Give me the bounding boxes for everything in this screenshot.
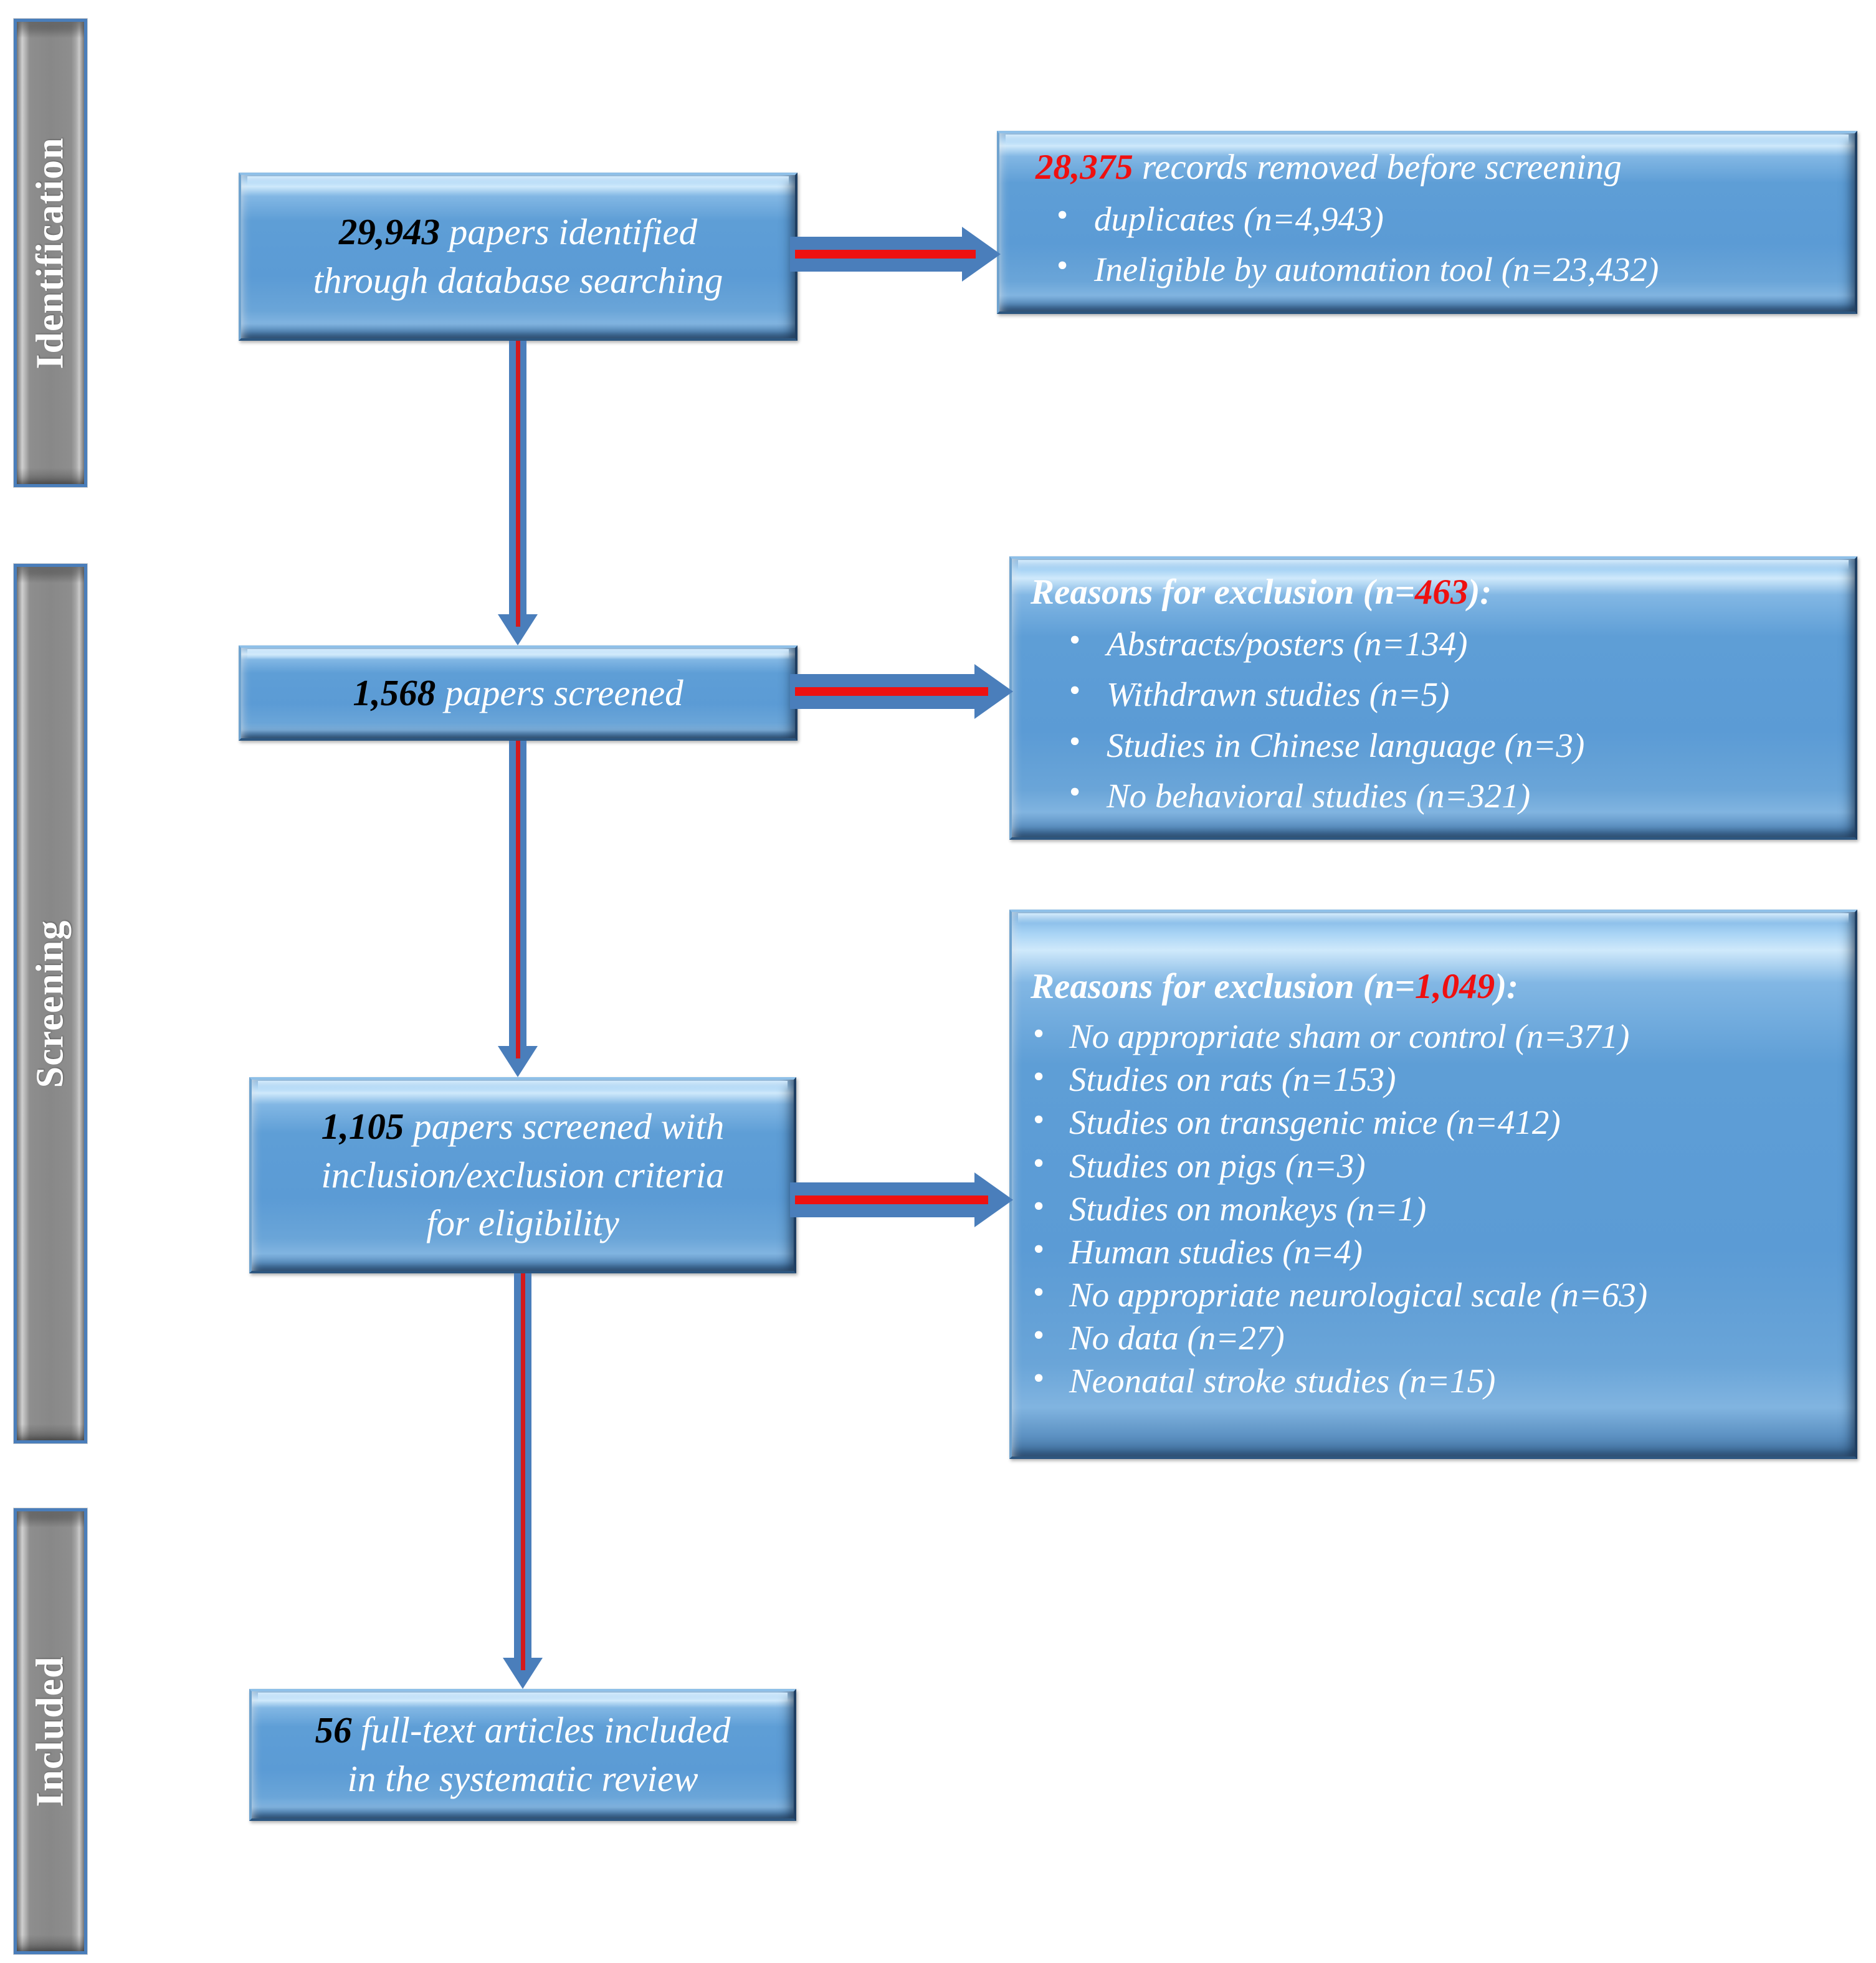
list-item: No behavioral studies (n=321) xyxy=(1012,771,1855,819)
list-item: No appropriate neurological scale (n=63) xyxy=(1012,1271,1855,1316)
list-item: Studies on transgenic mice (n=412) xyxy=(1012,1099,1855,1143)
box-papers-eligibility-line1: 1,105 papers screened with xyxy=(252,1103,794,1151)
list-item: No appropriate sham or control (n=371) xyxy=(1012,1013,1855,1057)
list-item: Studies on rats (n=153) xyxy=(1012,1056,1855,1100)
stage-label-identification: Identification xyxy=(29,136,72,369)
exclusion-2-heading-suffix: ): xyxy=(1495,966,1519,1006)
list-item: Studies on monkeys (n=1) xyxy=(1012,1186,1855,1230)
box-exclusion-reasons-screening: Reasons for exclusion (n=463): Abstracts… xyxy=(1009,556,1857,840)
list-item: Studies in Chinese language (n=3) xyxy=(1012,721,1855,768)
list-item: Withdrawn studies (n=5) xyxy=(1012,670,1855,717)
box-records-identified-line1: 29,943 papers identified xyxy=(241,208,795,257)
box-papers-eligibility-text: 1,105 papers screened with inclusion/exc… xyxy=(252,1103,794,1248)
arrow-right-eligibility-to-exclusion-2 xyxy=(790,1172,1013,1227)
records-removed-count: 28,375 xyxy=(1036,148,1133,188)
exclusion-2-heading-prefix: Reasons for exclusion (n= xyxy=(1031,966,1415,1006)
box-articles-included-line2: in the systematic review xyxy=(347,1758,698,1799)
box-records-identified-text: 29,943 papers identified through databas… xyxy=(241,208,795,305)
articles-included-count: 56 xyxy=(315,1709,352,1751)
box-articles-included-line1: 56 full-text articles included xyxy=(252,1706,794,1755)
records-removed-heading: 28,375 records removed before screening xyxy=(999,146,1855,189)
exclusion-1-heading-suffix: ): xyxy=(1468,573,1492,612)
records-identified-count: 29,943 xyxy=(338,211,440,253)
articles-included-line1-rest: full-text articles included xyxy=(351,1709,731,1751)
stage-bar-screening: Screening xyxy=(14,564,87,1443)
box-papers-eligibility: 1,105 papers screened with inclusion/exc… xyxy=(249,1077,796,1273)
arrow-accent-line xyxy=(795,687,988,696)
exclusion-1-heading: Reasons for exclusion (n=463): xyxy=(1012,571,1855,614)
arrow-accent-line xyxy=(795,250,976,259)
list-item: duplicates (n=4,943) xyxy=(999,194,1855,242)
exclusion-2-heading: Reasons for exclusion (n=1,049): xyxy=(1012,966,1855,1008)
records-removed-heading-rest: records removed before screening xyxy=(1133,148,1622,188)
list-item: No data (n=27) xyxy=(1012,1314,1855,1359)
box-records-removed: 28,375 records removed before screening … xyxy=(997,131,1857,314)
arrow-accent-line xyxy=(795,1195,988,1204)
records-identified-line1-rest: papers identified xyxy=(440,211,698,253)
list-item: Ineligible by automation tool (n=23,432) xyxy=(999,245,1855,292)
exclusion-2-list: No appropriate sham or control (n=371) S… xyxy=(1012,1013,1855,1403)
arrow-down-identified-to-screened xyxy=(498,341,538,645)
exclusion-1-list: Abstracts/posters (n=134) Withdrawn stud… xyxy=(1012,619,1855,825)
arrow-accent-line xyxy=(516,341,520,627)
records-removed-list: duplicates (n=4,943) Ineligible by autom… xyxy=(999,194,1855,298)
arrow-down-eligibility-to-included xyxy=(503,1273,543,1689)
list-item: Abstracts/posters (n=134) xyxy=(1012,619,1855,667)
box-records-identified-line2: through database searching xyxy=(313,260,723,301)
arrow-right-identified-to-removed xyxy=(790,227,1001,282)
box-papers-eligibility-line2: inclusion/exclusion criteria xyxy=(321,1154,725,1195)
arrow-accent-line xyxy=(521,1273,525,1670)
box-papers-screened: 1,568 papers screened xyxy=(239,645,798,741)
papers-screened-rest: papers screened xyxy=(436,672,683,713)
stage-bar-identification: Identification xyxy=(14,19,87,487)
arrow-right-screened-to-exclusion-1 xyxy=(790,664,1013,719)
exclusion-2-count: 1,049 xyxy=(1414,966,1495,1006)
box-papers-eligibility-line3: for eligibility xyxy=(426,1202,619,1244)
list-item: Human studies (n=4) xyxy=(1012,1229,1855,1273)
box-articles-included: 56 full-text articles included in the sy… xyxy=(249,1689,796,1821)
arrow-down-screened-to-eligibility xyxy=(498,741,538,1077)
box-exclusion-reasons-eligibility: Reasons for exclusion (n=1,049): No appr… xyxy=(1009,910,1857,1459)
stage-label-included: Included xyxy=(29,1655,72,1807)
exclusion-1-count: 463 xyxy=(1414,573,1469,612)
list-item: Neonatal stroke studies (n=15) xyxy=(1012,1357,1855,1402)
papers-eligibility-count: 1,105 xyxy=(321,1105,404,1147)
box-articles-included-text: 56 full-text articles included in the sy… xyxy=(252,1706,794,1804)
list-item: Studies on pigs (n=3) xyxy=(1012,1143,1855,1187)
exclusion-1-heading-prefix: Reasons for exclusion (n= xyxy=(1031,573,1415,612)
papers-screened-count: 1,568 xyxy=(353,672,436,713)
stage-bar-included: Included xyxy=(14,1508,87,1954)
stage-label-screening: Screening xyxy=(29,920,72,1088)
arrow-accent-line xyxy=(516,741,520,1058)
box-records-identified: 29,943 papers identified through databas… xyxy=(239,173,798,341)
papers-eligibility-line1-rest: papers screened with xyxy=(404,1105,725,1147)
box-papers-screened-text: 1,568 papers screened xyxy=(241,669,795,718)
